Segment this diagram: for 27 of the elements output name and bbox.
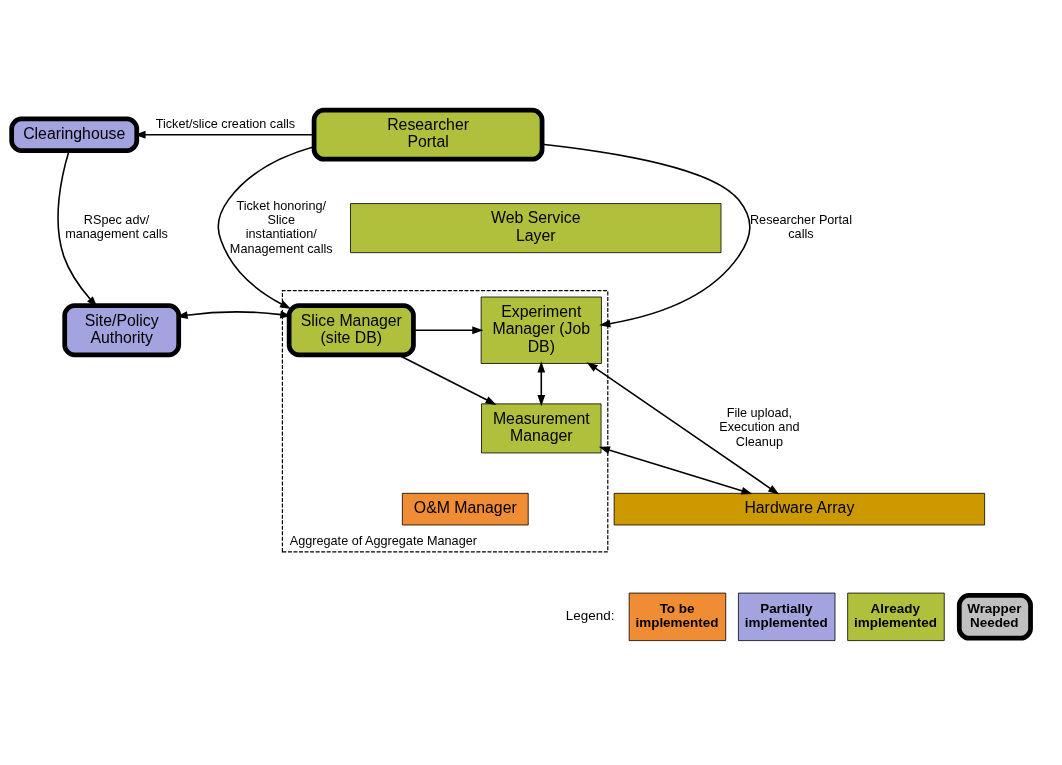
legend-label: To be implemented [635,601,719,630]
legend-label: Already implemented [854,601,937,630]
arrow [217,146,315,309]
legend-label: Wrapper Needed [967,601,1022,630]
edge-label: Ticket/slice creation calls [155,117,296,132]
node-box: Site/Policy Authority [62,303,182,358]
node-box: Measurement Manager [481,403,602,454]
node-box: Web Service Layer [350,203,722,254]
node-box: Researcher Portal [311,107,545,162]
arrow [598,446,753,495]
arrow [412,326,484,335]
edge-label: Researcher Portal calls [749,213,852,242]
edge-label: File upload, Execution and Cleanup [719,406,800,449]
arrow [397,354,497,405]
node-box: Hardware Array [613,492,985,526]
node-box: Slice Manager (site DB) [286,303,416,358]
arrow [586,362,780,495]
node-box: O&M Manager [401,492,529,526]
arrow [134,130,315,139]
legend-label: Partially implemented [744,601,828,630]
edge-label: Ticket honoring/ Slice instantiation/ Management calls [229,198,333,256]
edge-label: RSpec adv/ management calls [65,213,168,242]
label: Legend: [565,608,615,624]
node-box: Clearinghouse [9,116,140,153]
arrow [541,143,751,328]
node-box: Experiment Manager (Job DB) [480,296,602,364]
arrow [537,361,546,407]
